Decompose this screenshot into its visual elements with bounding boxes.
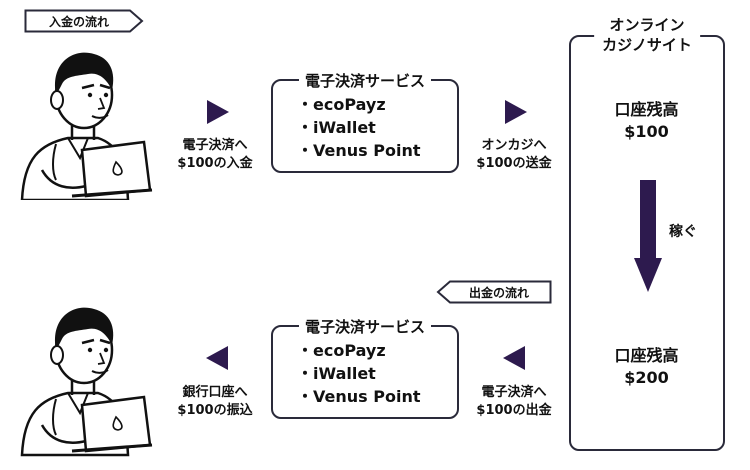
ewallet-box-title: 電子決済サービス xyxy=(298,316,432,337)
arrow-down-icon xyxy=(634,180,662,292)
step-line-1: オンカジへ xyxy=(481,138,547,153)
list-item: ・iWallet xyxy=(297,118,376,137)
deposit-flow-label: 入金の流れ xyxy=(48,15,109,29)
ewallet-box-top: 電子決済サービス ・ecoPayz ・iWallet ・Venus Point xyxy=(271,70,459,173)
balance-value: $100 xyxy=(624,122,669,141)
step-line-2: $100の振込 xyxy=(177,403,253,418)
list-item: ・iWallet xyxy=(297,364,376,383)
arrow-withdraw-2 xyxy=(206,346,230,374)
ewallet-box-bottom: 電子決済サービス ・ecoPayz ・iWallet ・Venus Point xyxy=(271,316,459,419)
person-with-laptop-icon xyxy=(20,52,153,202)
arrow-withdraw-1 xyxy=(503,346,527,374)
list-item: ・Venus Point xyxy=(297,141,421,160)
triangle-arrow-icon xyxy=(207,100,229,124)
triangle-arrow-icon xyxy=(503,346,525,370)
step-line-1: 電子決済へ xyxy=(481,385,547,400)
arrow-deposit-1 xyxy=(205,100,229,128)
ewallet-box-title: 電子決済サービス xyxy=(298,70,432,91)
step-withdraw-to-ewallet: 電子決済へ $100の出金 xyxy=(459,384,569,420)
step-send-to-casino: オンカジへ $100の送金 xyxy=(459,137,569,173)
person-with-laptop-icon xyxy=(20,307,153,457)
balance-label: 口座残高 xyxy=(614,346,679,365)
balance-bottom: 口座残高 $200 xyxy=(571,345,722,389)
step-deposit-to-ewallet: 電子決済へ $100の入金 xyxy=(160,137,270,173)
withdraw-flow-tag: 出金の流れ xyxy=(436,280,552,304)
casino-site-title-line-2: カジノサイト xyxy=(602,36,692,54)
list-item: ・ecoPayz xyxy=(297,341,386,360)
withdraw-flow-label: 出金の流れ xyxy=(468,286,529,300)
triangle-arrow-icon xyxy=(206,346,228,370)
balance-label: 口座残高 xyxy=(614,100,679,119)
earn-label: 稼ぐ xyxy=(669,224,697,240)
casino-site-title: オンライン カジノサイト xyxy=(594,15,700,55)
casino-site-title-line-1: オンライン xyxy=(609,16,685,34)
balance-value: $200 xyxy=(624,368,669,387)
ewallet-list: ・ecoPayz ・iWallet ・Venus Point xyxy=(297,93,420,162)
person-top xyxy=(12,40,162,202)
ewallet-list: ・ecoPayz ・iWallet ・Venus Point xyxy=(297,339,420,408)
balance-top: 口座残高 $100 xyxy=(571,99,722,143)
step-line-2: $100の出金 xyxy=(476,403,552,418)
casino-site-box: オンライン カジノサイト 口座残高 $100 稼ぐ 口座残高 $200 xyxy=(569,15,725,451)
arrow-deposit-2 xyxy=(503,100,527,128)
person-bottom xyxy=(12,290,162,460)
list-item: ・Venus Point xyxy=(297,387,421,406)
list-item: ・ecoPayz xyxy=(297,95,386,114)
step-line-1: 電子決済へ xyxy=(182,138,248,153)
triangle-arrow-icon xyxy=(505,100,527,124)
step-transfer-to-bank: 銀行口座へ $100の振込 xyxy=(160,384,270,420)
step-line-2: $100の入金 xyxy=(177,156,253,171)
earn-arrow xyxy=(634,180,662,296)
step-line-2: $100の送金 xyxy=(476,156,552,171)
tag-shape xyxy=(24,9,144,33)
tag-shape xyxy=(436,280,552,304)
deposit-flow-tag: 入金の流れ xyxy=(24,9,144,33)
step-line-1: 銀行口座へ xyxy=(182,385,248,400)
